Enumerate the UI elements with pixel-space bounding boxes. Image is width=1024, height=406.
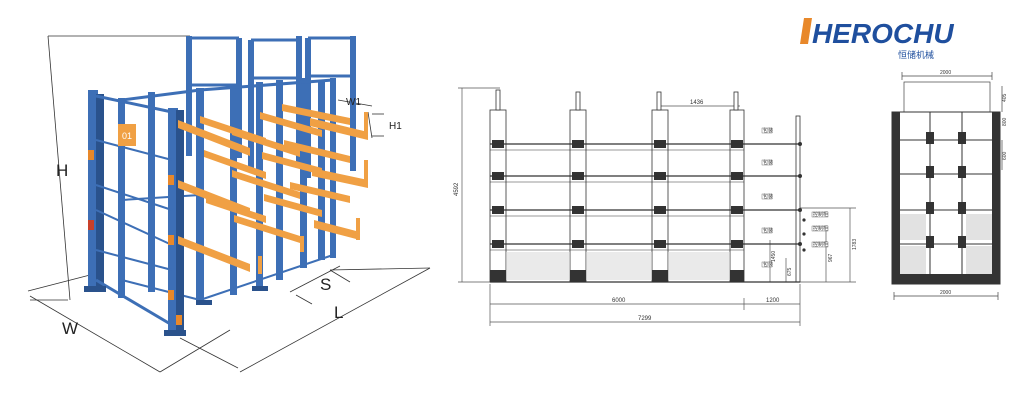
side-dim-bottom: 2000 [940,290,951,296]
side-elevation-view: 2000 2000 405 600 800 [891,70,1008,300]
tag-3: 包装 [763,227,773,234]
tag-7: 控制柜 [813,241,828,248]
tag-2: 包装 [763,193,773,200]
side-shading [900,214,992,274]
front-shading [506,252,730,280]
tag-4: 包装 [763,261,773,268]
iso-tag-text: 01 [122,131,132,141]
dim-side-b: 675 [787,267,793,276]
dim-top-span: 1436 [690,100,704,106]
side-dim-c: 800 [1002,117,1008,126]
side-dim-top: 2000 [940,70,951,76]
side-dim-a: 405 [1002,93,1008,102]
iso-cantilever-arms [178,104,368,274]
dim-total-height: 4592 [454,182,460,196]
logo-orange-stroke [800,18,812,44]
label-arm-width: W1 [346,97,361,108]
front-arm-levels [490,143,800,283]
dim-inner-length: 6000 [612,298,626,304]
front-arm-tips [798,142,806,252]
iso-tag-plate [118,124,136,146]
dim-extension: 1200 [766,298,780,304]
iso-base-feet [84,286,268,336]
logo-wordmark: HEROCHU [812,18,954,49]
dim-side-d: 1783 [852,239,858,250]
label-length: L [334,303,343,322]
logo-subtitle: 恒储机械 [898,49,934,61]
label-arm-height: H1 [389,121,402,132]
iso-front-uprights: 01 [88,90,184,333]
front-elevation-view: 包装 包装 包装 包装 包装 控制柜 控制柜 控制柜 1436 4592 600… [454,87,858,326]
side-frame-details [892,112,1000,284]
tag-1: 包装 [763,159,773,166]
front-side-tags: 包装 包装 包装 包装 包装 控制柜 控制柜 控制柜 [761,127,829,268]
dim-overall-length: 7299 [638,316,652,322]
label-width: W [62,319,78,338]
logo-graphic: HEROCHU 恒储机械 [800,18,954,61]
tag-5: 控制柜 [813,211,828,218]
label-spacing: S [320,275,331,294]
side-dim-b: 600 [1002,151,1008,160]
dim-side-a: 1450 [771,251,777,262]
tag-6: 控制柜 [813,225,828,232]
brand-logo: HEROCHU 恒储机械 [798,12,998,62]
isometric-rack-view: 01 [27,35,431,373]
tag-0: 包装 [763,127,773,134]
front-uprights [489,89,801,283]
label-height: H [56,161,68,180]
dim-side-c: 967 [828,253,834,262]
